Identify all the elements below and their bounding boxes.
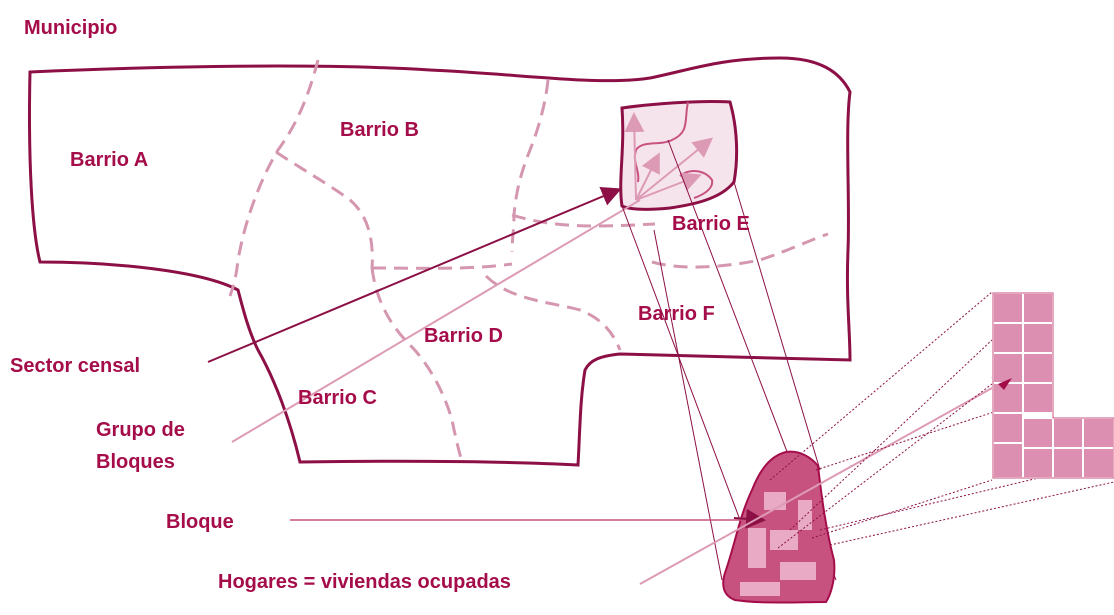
grid-arrow [998,378,1012,390]
boundary-d-top [371,262,513,270]
boundary-c-d [370,267,464,463]
barrio-a-label: Barrio A [70,149,149,171]
hogares-leader [639,376,1014,585]
sector-censal-leader [207,186,622,363]
sector-censal-label: Sector censal [10,355,141,377]
municipio-title: Municipio [24,17,118,39]
sector-inner-boundaries [633,101,714,199]
projection-lines-block [769,291,1114,549]
barrio-e-label: Barrio E [672,213,750,235]
block-rects [740,492,816,596]
boundary-b-d [275,150,374,269]
barrio-c-label: Barrio C [298,387,377,409]
household-grid-outline [992,292,1114,479]
barrio-b-label: Barrio B [340,119,419,141]
bloque-label: Bloque [166,511,234,533]
boundary-e-inner [511,213,656,228]
hogares-label: Hogares = viviendas ocupadas [218,571,511,593]
barrio-d-label: Barrio D [424,325,503,347]
grupo-bloques-shape [722,450,836,604]
sector-censal-shape [619,99,739,211]
boundary-d-f [484,274,622,351]
grupo-bloques-label-line1: Grupo de [96,419,185,441]
boundary-a-b [228,59,320,297]
barrio-f-label: Barrio F [638,303,715,325]
boundary-e-f [651,232,829,269]
grupo-bloques-label-line2: Bloques [96,451,175,473]
sector-arrows [624,112,714,201]
grupo-bloques-leader [231,199,641,443]
